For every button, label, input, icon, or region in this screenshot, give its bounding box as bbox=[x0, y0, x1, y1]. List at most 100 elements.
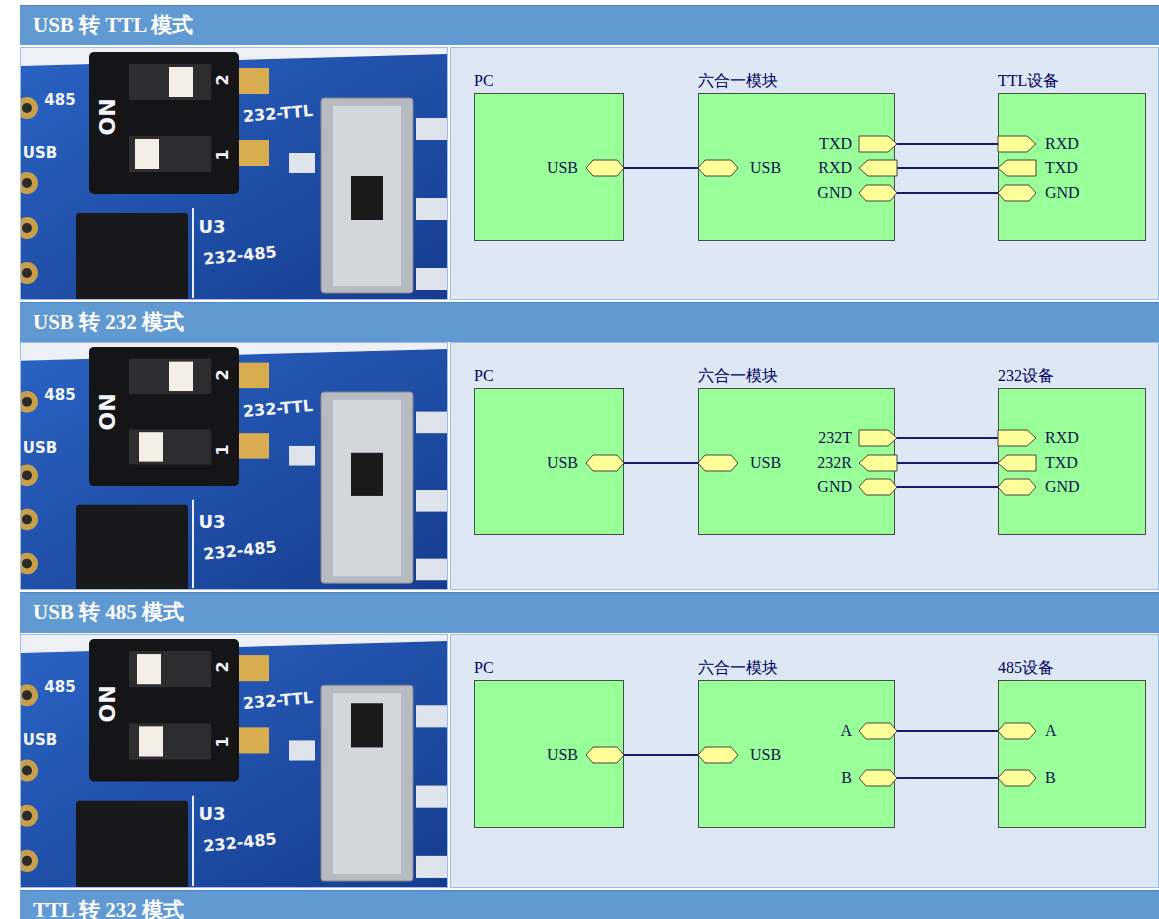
silkscreen-text: ON bbox=[99, 98, 117, 135]
section-header-band: USB 转 TTL 模式 bbox=[20, 5, 1159, 45]
pin-symbol bbox=[859, 479, 897, 495]
silkscreen-text: USB bbox=[23, 731, 57, 749]
pin-symbol bbox=[998, 770, 1036, 786]
pin-name: GND bbox=[817, 478, 852, 496]
slide-knob bbox=[351, 176, 383, 220]
pin-name: USB bbox=[547, 454, 578, 472]
pin-symbol bbox=[998, 430, 1036, 446]
pin-name: RXD bbox=[818, 159, 852, 177]
pin-name: RXD bbox=[1045, 429, 1079, 447]
section-title: TTL 转 232 模式 bbox=[20, 891, 1159, 919]
dip-knob bbox=[139, 726, 163, 756]
wire bbox=[624, 462, 698, 464]
section-header-band: USB 转 232 模式 bbox=[20, 302, 1159, 342]
silkscreen-text: 2 bbox=[214, 661, 232, 672]
pin-name: USB bbox=[547, 746, 578, 764]
section-header-band: TTL 转 232 模式 bbox=[20, 890, 1159, 919]
dip-knob bbox=[169, 362, 193, 391]
pin-name: A bbox=[840, 722, 852, 740]
silkscreen-text: 485 bbox=[44, 386, 75, 404]
pin-symbol bbox=[698, 160, 738, 176]
pin-symbol bbox=[859, 185, 897, 201]
box-heading: PC bbox=[474, 658, 494, 678]
pin-name: GND bbox=[1045, 184, 1080, 202]
wire bbox=[895, 437, 998, 439]
pin-symbol bbox=[998, 136, 1036, 152]
board-illustration bbox=[21, 343, 448, 590]
pin-symbol bbox=[859, 455, 897, 471]
pin-symbol bbox=[998, 479, 1036, 495]
wire bbox=[895, 462, 998, 464]
pin-name: A bbox=[1045, 722, 1057, 740]
box-heading: PC bbox=[474, 71, 494, 91]
silkscreen-text: U3 bbox=[198, 805, 225, 823]
dip-knob bbox=[169, 67, 193, 97]
pin-name: B bbox=[1045, 769, 1056, 787]
wire bbox=[895, 730, 998, 732]
silkscreen-text: 1 bbox=[214, 444, 232, 455]
dip-knob bbox=[139, 432, 163, 461]
section-header-band: USB 转 485 模式 bbox=[20, 592, 1159, 633]
pin-symbol bbox=[859, 430, 897, 446]
pin-name: 232T bbox=[818, 429, 852, 447]
module-box: 六合一模块 bbox=[698, 680, 895, 828]
dip-knob bbox=[137, 654, 161, 684]
box-heading: TTL设备 bbox=[998, 71, 1059, 91]
module-box: 六合一模块 bbox=[698, 388, 895, 535]
silkscreen-text: USB bbox=[23, 144, 57, 162]
box-heading: 六合一模块 bbox=[698, 658, 778, 678]
silkscreen-text: USB bbox=[23, 439, 57, 457]
pin-symbol bbox=[998, 455, 1036, 471]
wire bbox=[895, 192, 998, 194]
silkscreen-text: ON bbox=[99, 685, 117, 722]
pin-name: 232R bbox=[817, 454, 852, 472]
section-title: USB 转 TTL 模式 bbox=[20, 6, 1159, 44]
pin-symbol bbox=[998, 160, 1036, 176]
pin-name: RXD bbox=[1045, 135, 1079, 153]
pin-name: TXD bbox=[1045, 159, 1078, 177]
pin-symbol bbox=[586, 747, 624, 763]
section-title: USB 转 232 模式 bbox=[20, 303, 1159, 341]
slide-knob bbox=[351, 703, 383, 747]
box-heading: 六合一模块 bbox=[698, 71, 778, 91]
pin-symbol bbox=[698, 455, 738, 471]
silkscreen-text: U3 bbox=[198, 218, 225, 236]
silkscreen-text: U3 bbox=[198, 513, 225, 531]
pin-name: USB bbox=[750, 159, 781, 177]
silkscreen-text: 1 bbox=[214, 149, 232, 160]
pin-name: USB bbox=[547, 159, 578, 177]
pin-symbol bbox=[998, 723, 1036, 739]
box-heading: 485设备 bbox=[998, 658, 1054, 678]
pin-symbol bbox=[586, 455, 624, 471]
box-heading: 232设备 bbox=[998, 366, 1054, 386]
pin-name: USB bbox=[750, 454, 781, 472]
wire bbox=[895, 486, 998, 488]
silkscreen-text: 1 bbox=[214, 736, 232, 747]
pin-symbol bbox=[859, 160, 897, 176]
box-heading: 六合一模块 bbox=[698, 366, 778, 386]
silkscreen-text: 2 bbox=[214, 74, 232, 85]
pin-name: GND bbox=[1045, 478, 1080, 496]
pin-name: TXD bbox=[819, 135, 852, 153]
board-illustration bbox=[21, 48, 448, 300]
silkscreen-text: 2 bbox=[214, 369, 232, 380]
module-box: 六合一模块 bbox=[698, 93, 895, 241]
wire bbox=[895, 143, 998, 145]
silkscreen-text: 485 bbox=[44, 91, 75, 109]
slide-knob bbox=[351, 453, 383, 496]
pin-name: TXD bbox=[1045, 454, 1078, 472]
pin-name: B bbox=[841, 769, 852, 787]
pin-symbol bbox=[998, 185, 1036, 201]
pin-symbol bbox=[586, 160, 624, 176]
pin-name: USB bbox=[750, 746, 781, 764]
dip-knob bbox=[135, 139, 159, 169]
silkscreen-text: ON bbox=[99, 393, 117, 430]
pin-name: GND bbox=[817, 184, 852, 202]
wire bbox=[895, 777, 998, 779]
module-box: 485设备 bbox=[998, 680, 1146, 828]
wire bbox=[624, 167, 698, 169]
section-title: USB 转 485 模式 bbox=[20, 593, 1159, 631]
pin-symbol bbox=[859, 770, 897, 786]
wire bbox=[895, 167, 998, 169]
